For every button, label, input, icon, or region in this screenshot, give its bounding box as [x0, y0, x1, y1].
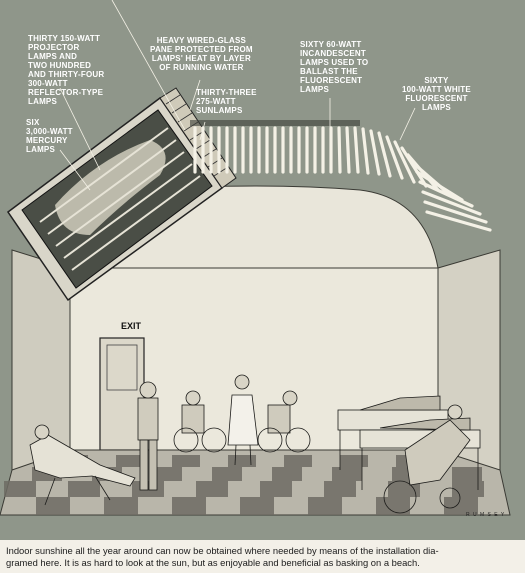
fluorescent-lamps-label: SIXTY 100-WATT WHITE FLUORESCENT LAMPS	[402, 76, 471, 112]
sunlamps-label: THIRTY-THREE 275-WATT SUNLAMPS	[196, 88, 257, 115]
skylight-lamp-panel	[6, 87, 237, 302]
projector-lamps-label: THIRTY 150-WATT PROJECTOR LAMPS AND TWO …	[28, 34, 105, 106]
exit-sign: EXIT	[121, 321, 142, 331]
glass-pane-label: HEAVY WIRED-GLASS PANE PROTECTED FROM LA…	[150, 36, 253, 72]
fluorescent-tube-arc	[193, 126, 492, 232]
people	[29, 374, 481, 514]
solarium-illustration	[0, 0, 525, 540]
artist-signature: R U M S E Y	[466, 512, 506, 518]
mercury-lamps-label: SIX 3,000-WATT MERCURY LAMPS	[26, 118, 73, 154]
caption: Indoor sunshine all the year around can …	[6, 545, 519, 568]
caption-line: gramed here. It is as hard to look at th…	[6, 556, 420, 568]
incandescent-lamps-label: SIXTY 60-WATT INCANDESCENT LAMPS USED TO…	[300, 40, 369, 94]
caption-line: Indoor sunshine all the year around can …	[6, 545, 439, 556]
